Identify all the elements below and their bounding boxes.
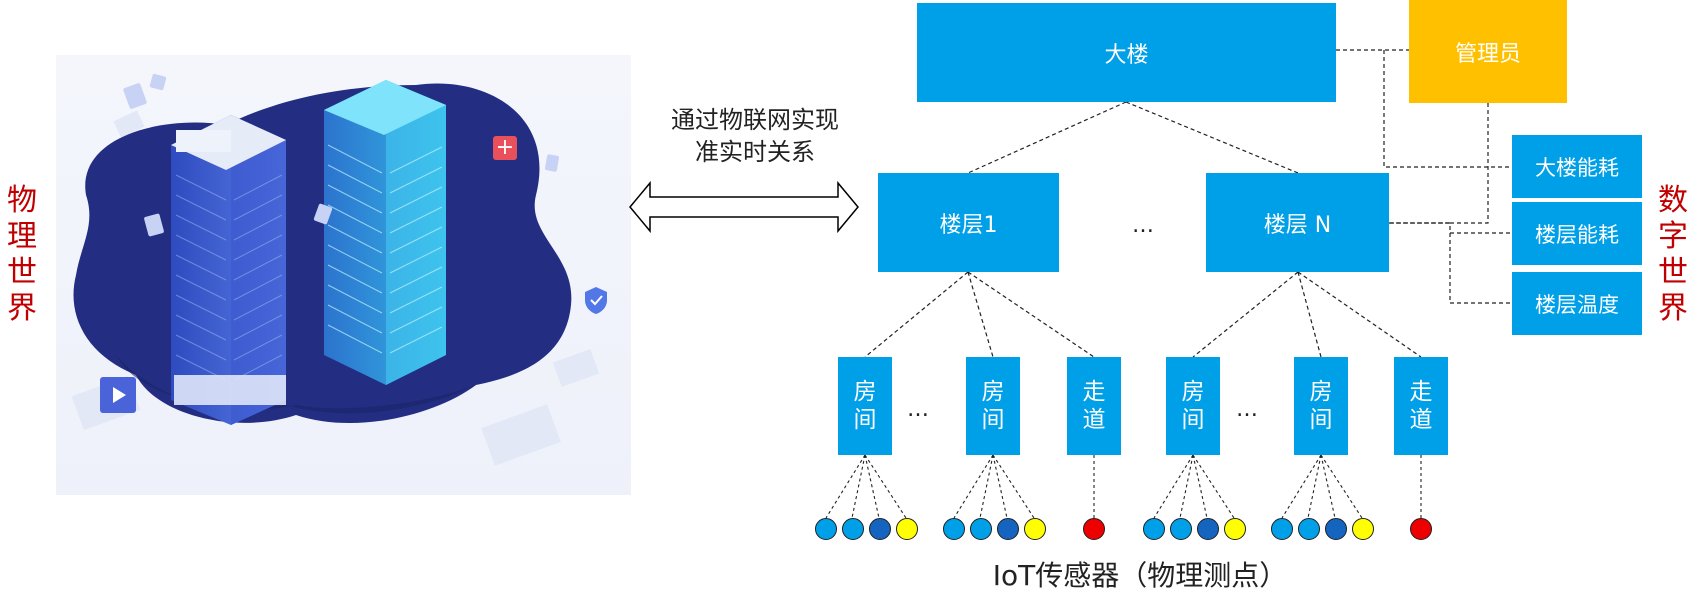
relation-caption-line2: 准实时关系: [695, 138, 815, 166]
sensor-dot-dark-blue: [997, 518, 1019, 540]
sensor-dot-yellow: [1024, 518, 1046, 540]
floor-ellipsis: …: [1132, 213, 1154, 238]
room-ellipsis-left: …: [907, 397, 929, 422]
relation-caption-line1: 通过物联网实现: [671, 106, 839, 134]
node-floor-temperature: 楼层温度: [1512, 272, 1642, 335]
sensor-dot-cyan: [842, 518, 864, 540]
node-building-energy: 大楼能耗: [1512, 135, 1642, 198]
sensor-dot-yellow: [896, 518, 918, 540]
shield-icon: [583, 285, 609, 315]
plus-icon: +: [493, 136, 517, 160]
play-triangle: [113, 387, 126, 403]
node-building: 大楼: [917, 3, 1336, 102]
double-arrow: [629, 180, 859, 234]
node-room-3: 房间: [1166, 357, 1220, 455]
sensor-dot-cyan: [970, 518, 992, 540]
digital-world-label: 数字世界: [1658, 183, 1688, 326]
physical-world-label: 物理世界: [7, 183, 37, 326]
node-corridor-1: 走道: [1067, 357, 1121, 455]
building-illustration: +: [56, 55, 631, 495]
sensor-dot-dark-blue: [1197, 518, 1219, 540]
sensor-dot-cyan: [1143, 518, 1165, 540]
node-floor-1: 楼层1: [878, 173, 1059, 272]
sensor-dot-yellow: [1224, 518, 1246, 540]
play-icon: [100, 377, 136, 413]
sensors-caption: IoT传感器（物理测点）: [992, 559, 1288, 592]
sensor-dot-red: [1083, 518, 1105, 540]
room-ellipsis-right: …: [1236, 397, 1258, 422]
node-floor-n: 楼层 N: [1206, 173, 1389, 272]
sensor-dot-dark-blue: [869, 518, 891, 540]
node-room-1: 房间: [838, 357, 892, 455]
sensor-dot-cyan: [1170, 518, 1192, 540]
sensor-dot-cyan: [1298, 518, 1320, 540]
relation-caption: 通过物联网实现 准实时关系: [640, 104, 870, 168]
sensor-dot-dark-blue: [1325, 518, 1347, 540]
sensor-dot-yellow: [1352, 518, 1374, 540]
sensor-dot-red: [1410, 518, 1432, 540]
node-admin: 管理员: [1409, 0, 1567, 103]
sensor-dot-cyan: [943, 518, 965, 540]
node-corridor-2: 走道: [1394, 357, 1448, 455]
sensor-dot-cyan: [1271, 518, 1293, 540]
node-room-2: 房间: [966, 357, 1020, 455]
sensor-dot-cyan: [815, 518, 837, 540]
node-floor-energy: 楼层能耗: [1512, 202, 1642, 265]
building-illustration-svg: [56, 55, 631, 495]
node-room-4: 房间: [1294, 357, 1348, 455]
shield-shape: [585, 287, 607, 314]
